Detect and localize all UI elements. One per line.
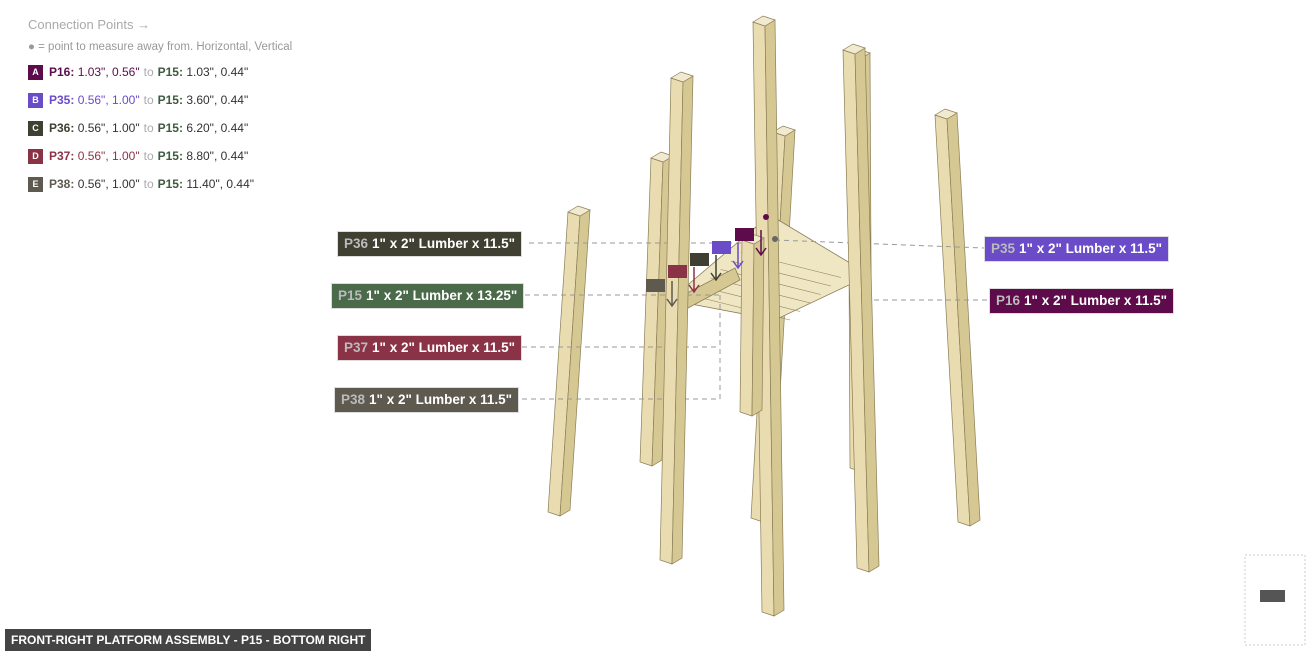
part-coords: 1.03", 0.56": [77, 65, 140, 79]
part-label-id: P15: [338, 288, 363, 303]
post-top: [752, 15, 776, 27]
post-top: [567, 205, 591, 217]
part-coords: 0.56", 1.00": [77, 121, 140, 135]
part-label-id: P36: [344, 236, 369, 251]
connection-badge: B: [28, 93, 43, 108]
part-label-id: P35: [991, 241, 1016, 256]
part-label-id: P38: [341, 392, 366, 407]
part-label-text: 1" x 2" Lumber x 13.25": [366, 288, 518, 303]
arrow-head: [755, 247, 767, 257]
post-top: [842, 43, 866, 55]
part-label-text: 1" x 2" Lumber x 11.5": [372, 236, 516, 251]
post-side: [751, 237, 765, 417]
arrow-head: [666, 298, 678, 308]
measure-point: [763, 214, 769, 220]
connection-marker-a: [735, 228, 754, 241]
part-id: P38:: [49, 177, 75, 191]
legend-title: Connection Points →: [28, 17, 151, 32]
part-coords: 0.56", 1.00": [77, 149, 140, 163]
target-coords: 1.03", 0.44": [186, 65, 249, 79]
target-coords: 6.20", 0.44": [186, 121, 249, 135]
target-id: P15:: [157, 149, 183, 163]
connection-legend: Connection Points → ● = point to measure…: [28, 17, 292, 205]
part-label-text: 1" x 2" Lumber x 11.5": [1019, 241, 1163, 256]
part-id: P37:: [49, 149, 75, 163]
legend-hint: ● = point to measure away from. Horizont…: [28, 41, 293, 53]
part-label-text: 1" x 2" Lumber x 11.5": [369, 392, 513, 407]
leader-line: [774, 239, 985, 249]
part-label-text: 1" x 2" Lumber x 11.5": [1024, 293, 1168, 308]
arrow-head: [710, 272, 722, 282]
part-id: P16:: [49, 65, 75, 79]
view-caption: FRONT-RIGHT PLATFORM ASSEMBLY - P15 - BO…: [5, 629, 372, 651]
target-coords: 11.40", 0.44": [186, 177, 255, 191]
connection-item: A P16: 1.03", 0.56" to P15: 1.03", 0.44": [28, 65, 292, 93]
to-word: to: [143, 149, 154, 163]
connection-marker-b: [712, 241, 731, 254]
part-label-id: P16: [996, 293, 1021, 308]
part-label-id: P37: [344, 340, 369, 355]
target-id: P15:: [157, 177, 183, 191]
post-top: [772, 125, 796, 137]
target-id: P15:: [157, 65, 183, 79]
part-coords: 0.56", 1.00": [77, 93, 140, 107]
to-word: to: [143, 121, 154, 135]
part-coords: 0.56", 1.00": [77, 177, 140, 191]
connection-badge: D: [28, 149, 43, 164]
to-word: to: [143, 177, 154, 191]
connection-badge: A: [28, 65, 43, 80]
thumbnail-view: [1244, 554, 1306, 646]
target-coords: 3.60", 0.44": [186, 93, 249, 107]
to-word: to: [143, 93, 154, 107]
measure-point: [772, 236, 778, 242]
connection-badge: C: [28, 121, 43, 136]
connection-marker-d: [668, 265, 687, 278]
connection-item: E P38: 0.56", 1.00" to P15: 11.40", 0.44…: [28, 177, 292, 205]
connection-item: B P35: 0.56", 1.00" to P15: 3.60", 0.44": [28, 93, 292, 121]
part-label-text: 1" x 2" Lumber x 11.5": [372, 340, 516, 355]
connection-badge: E: [28, 177, 43, 192]
part-id: P35:: [49, 93, 75, 107]
arrow-head: [732, 260, 744, 270]
post-top: [934, 108, 958, 120]
part-id: P36:: [49, 121, 75, 135]
connection-item: C P36: 0.56", 1.00" to P15: 6.20", 0.44": [28, 121, 292, 149]
connection-marker-c: [690, 253, 709, 266]
post-front: [739, 239, 755, 417]
connection-marker-e: [646, 279, 665, 292]
connection-item: D P37: 0.56", 1.00" to P15: 8.80", 0.44": [28, 149, 292, 177]
target-coords: 8.80", 0.44": [186, 149, 249, 163]
thumbnail-highlight: [1260, 590, 1285, 602]
target-id: P15:: [157, 93, 183, 107]
arrow-head: [688, 284, 700, 294]
target-id: P15:: [157, 121, 183, 135]
to-word: to: [143, 65, 154, 79]
post-top: [670, 71, 694, 83]
